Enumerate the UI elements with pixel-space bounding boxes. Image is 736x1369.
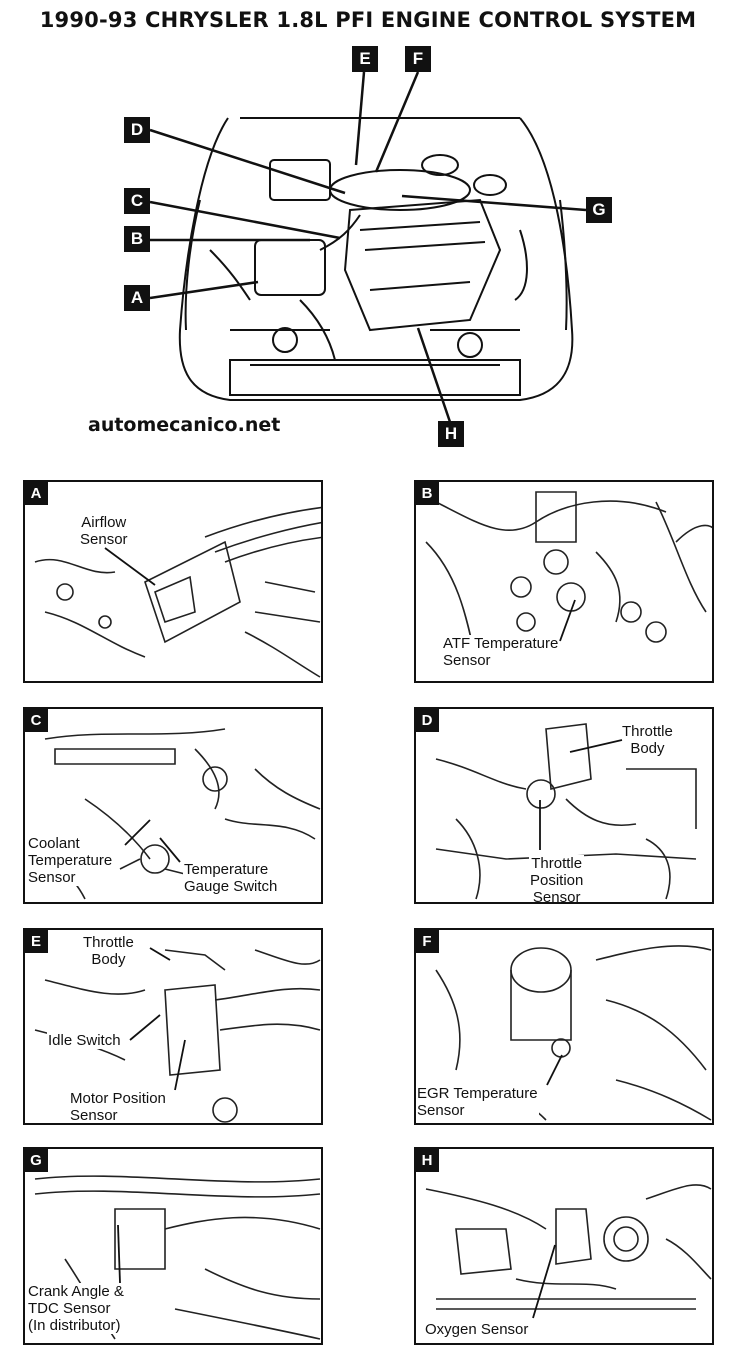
panel-h: H Oxygen Sensor <box>414 1147 714 1345</box>
page-title: 1990-93 CHRYSLER 1.8L PFI ENGINE CONTROL… <box>39 8 697 32</box>
panel-h-tag: H <box>416 1149 439 1172</box>
panel-f-label-egr-temperature-sensor: EGR Temperature Sensor <box>416 1085 539 1119</box>
callout-d: D <box>124 117 150 143</box>
panel-g-tag: G <box>25 1149 48 1172</box>
panel-f: F EGR Temperature Sensor <box>414 928 714 1125</box>
panel-d: D Throttle Body Throttle Position Sensor <box>414 707 714 904</box>
panel-c-tag: C <box>25 709 48 732</box>
callout-a: A <box>124 285 150 311</box>
panel-e: E Throttle Body Idle Switch Motor Positi… <box>23 928 323 1125</box>
panel-b-label-atf-temperature-sensor: ATF Temperature Sensor <box>442 635 560 669</box>
panel-b: B ATF Temperature Sensor <box>414 480 714 683</box>
panel-e-tag: E <box>25 930 48 953</box>
callout-e: E <box>352 46 378 72</box>
panel-d-label-throttle-position-sensor: Throttle Position Sensor <box>529 855 585 904</box>
panel-a: A Airflow Sensor <box>23 480 323 683</box>
callout-f: F <box>405 46 431 72</box>
panel-c-label-coolant-temperature-sensor: Coolant Temperature Sensor <box>27 835 114 886</box>
panel-f-tag: F <box>416 930 439 953</box>
panel-c-label-temperature-gauge-switch: Temperature Gauge Switch <box>183 861 279 895</box>
panel-a-tag: A <box>25 482 48 505</box>
callout-c: C <box>124 188 150 214</box>
panel-c: C Coolant Temperature Sensor Temperature… <box>23 707 323 904</box>
panel-h-drawing <box>425 1184 712 1310</box>
panel-g: G Crank Angle & TDC Sensor (In distribut… <box>23 1147 323 1345</box>
panel-g-label-crank-angle-tdc-sensor: Crank Angle & TDC Sensor (In distributor… <box>27 1283 125 1334</box>
panel-h-label-oxygen-sensor: Oxygen Sensor <box>424 1321 530 1338</box>
panel-b-tag: B <box>416 482 439 505</box>
panel-e-label-idle-switch: Idle Switch <box>47 1032 122 1049</box>
panel-d-label-throttle-body: Throttle Body <box>621 723 674 757</box>
callout-g: G <box>586 197 612 223</box>
panel-a-label-airflow-sensor: Airflow Sensor <box>79 514 129 548</box>
panel-a-drawing <box>34 506 321 678</box>
callout-b: B <box>124 226 150 252</box>
panel-e-label-motor-position-sensor: Motor Position Sensor <box>69 1090 167 1124</box>
panel-d-tag: D <box>416 709 439 732</box>
panel-g-drawing <box>34 1175 321 1340</box>
callout-h: H <box>438 421 464 447</box>
panel-e-label-throttle-body: Throttle Body <box>82 934 135 968</box>
engine-bay-drawing <box>149 71 587 423</box>
watermark-text: automecanico.net <box>88 414 281 436</box>
